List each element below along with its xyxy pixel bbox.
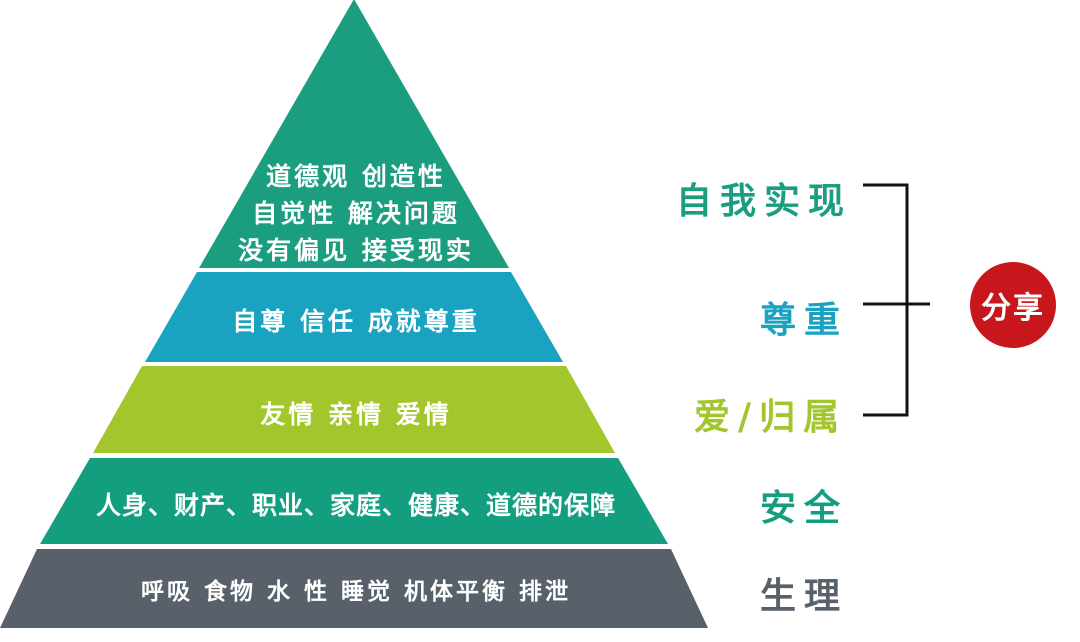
band-self-actualization [199,0,509,268]
band-physiological [0,549,708,628]
band-text-physiological: 呼吸 食物 水 性 睡觉 机体平衡 排泄 [140,578,572,605]
band-esteem [145,272,563,362]
band-text-self-actualization-2: 自觉性 解决问题 [252,199,460,228]
label-love-belonging: 爱/归属 [694,396,848,438]
band-text-love-belonging: 友情 亲情 爱情 [260,400,452,429]
share-badge: 分享 [970,262,1056,348]
band-safety [40,458,668,544]
band-text-self-actualization-3: 没有偏见 接受现实 [238,236,474,265]
band-text-safety: 人身、财产、职业、家庭、健康、道德的保障 [95,491,617,520]
label-physiological: 生理 [760,575,849,617]
band-love-belonging [93,366,615,453]
label-esteem: 尊重 [760,299,849,341]
label-safety: 安全 [760,487,849,529]
label-self-actualization: 自我实现 [676,180,853,222]
band-text-self-actualization-1: 道德观 创造性 [266,162,446,191]
band-text-esteem: 自尊 信任 成就尊重 [232,307,480,336]
share-badge-text: 分享 [981,291,1045,326]
